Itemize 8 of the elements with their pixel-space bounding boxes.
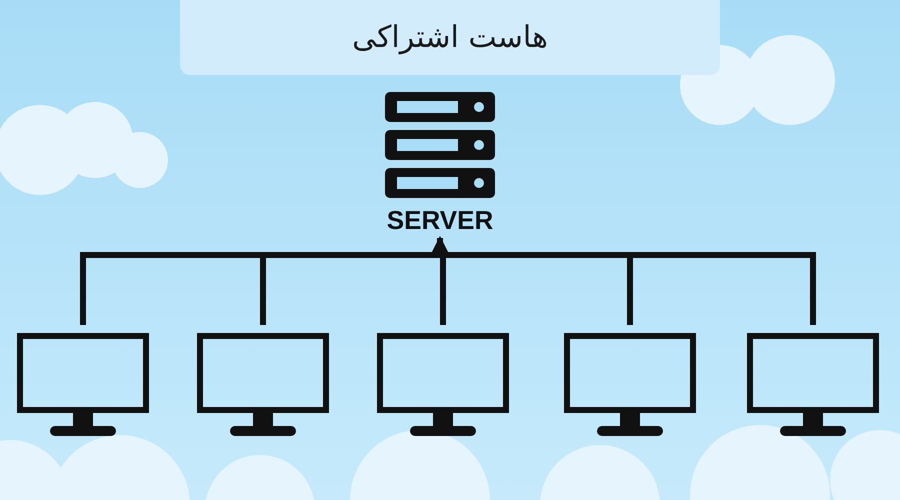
- monitor-icon: [17, 333, 149, 437]
- monitor-icon: [747, 333, 879, 437]
- monitor-icon: [197, 333, 329, 437]
- server-label: SERVER: [386, 206, 494, 234]
- title: هاست اشتراکی: [352, 20, 548, 55]
- monitor-icon: [564, 333, 696, 437]
- monitor-icon: [377, 333, 509, 437]
- connector-arrow: [431, 236, 816, 325]
